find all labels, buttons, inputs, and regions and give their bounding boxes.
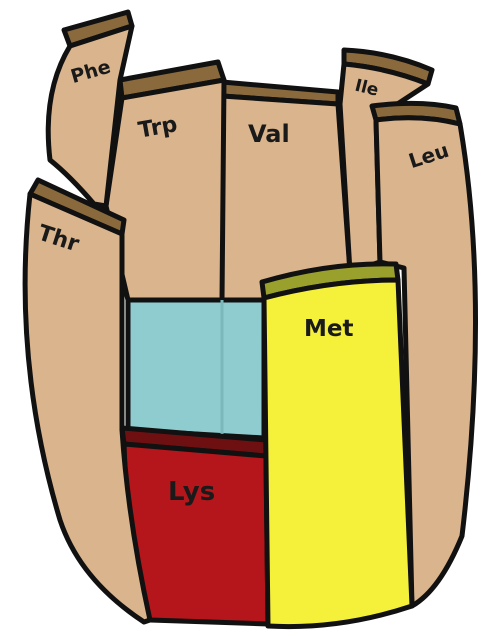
label-met: Met	[304, 316, 353, 342]
label-val: Val	[248, 120, 290, 148]
label-lys: Lys	[168, 477, 215, 507]
water-level	[128, 300, 264, 438]
